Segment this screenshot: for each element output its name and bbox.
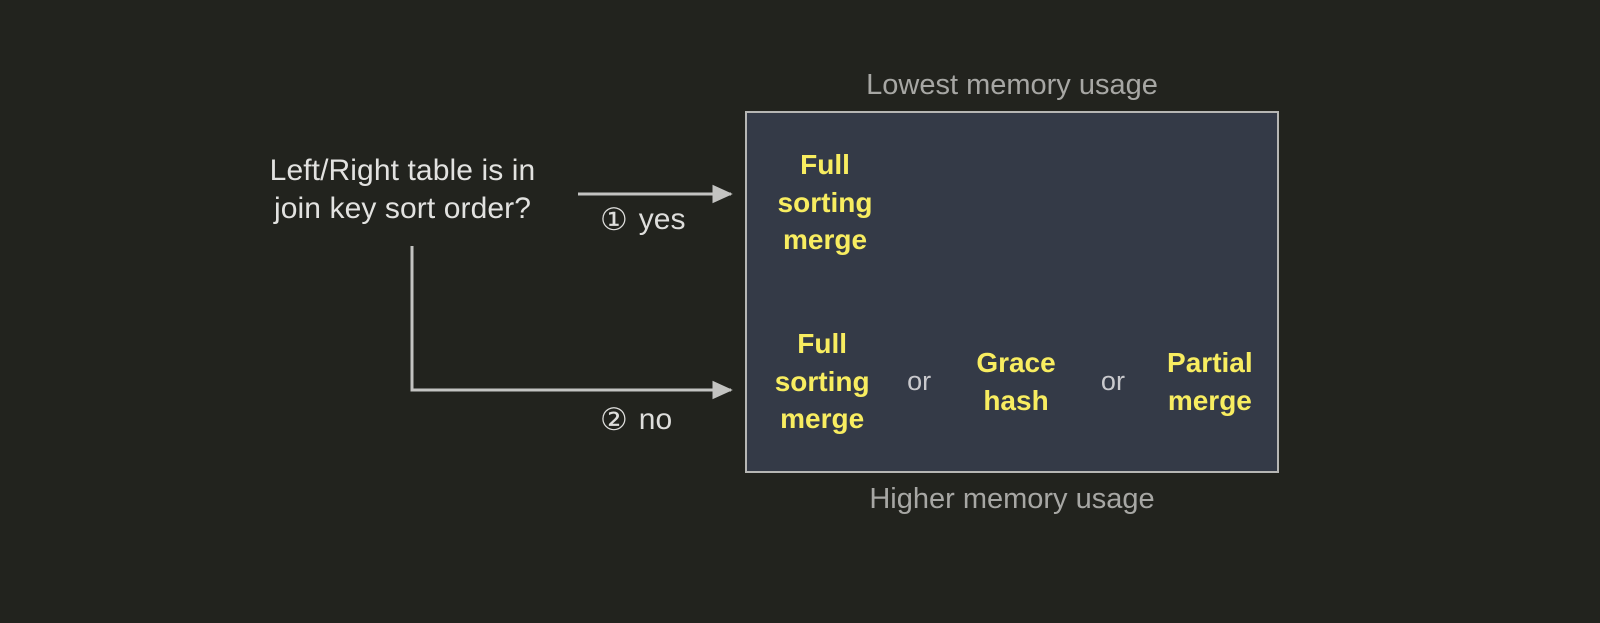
- option-grace-hash: Grace hash: [976, 346, 1056, 416]
- branch-text-no: no: [638, 402, 673, 436]
- separator-or-2: or: [1100, 366, 1125, 396]
- branch-marker-2: ②: [600, 402, 628, 437]
- results-box: Full sorting merge Full sorting merge or…: [745, 111, 1279, 473]
- branch-marker-1: ①: [600, 202, 628, 237]
- branch-label-no: ② no: [600, 404, 672, 435]
- branch-label-yes: ① yes: [600, 204, 685, 235]
- option-partial-merge: Partial merge: [1167, 346, 1253, 416]
- option-full-sorting-merge-unsorted: Full sorting merge: [774, 328, 870, 435]
- result-row-unsorted: Full sorting merge or Grace hash or Part…: [747, 292, 1277, 471]
- caption-higher-memory: Higher memory usage: [869, 483, 1155, 515]
- caption-lowest-memory: Lowest memory usage: [866, 69, 1158, 101]
- option-full-sorting-merge-sorted: Full sorting merge: [777, 149, 873, 256]
- result-row-sorted: Full sorting merge: [747, 113, 1277, 292]
- question-text: Left/Right table is in join key sort ord…: [269, 154, 536, 226]
- branch-text-yes: yes: [638, 202, 686, 236]
- separator-or-1: or: [907, 366, 932, 396]
- arrow-no: [410, 246, 733, 400]
